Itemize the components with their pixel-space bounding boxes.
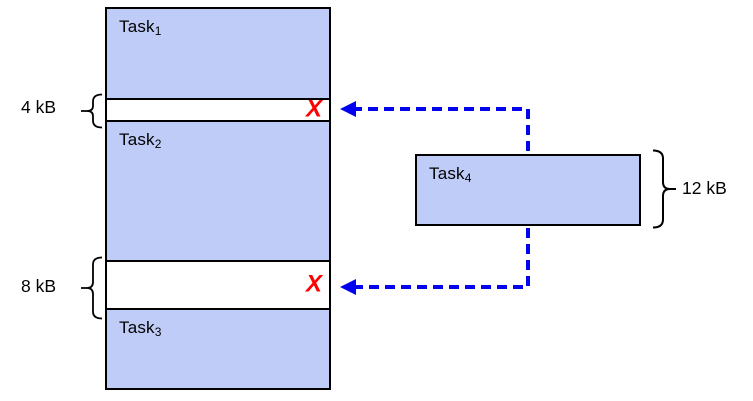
task4-subscript: 4 xyxy=(464,171,472,185)
task2-block: Task2 xyxy=(107,122,329,260)
memory-column: Task1 X Task2 X Task3 xyxy=(105,7,331,390)
arrowhead-8kb-icon xyxy=(340,279,356,295)
free-gap-4kb: X xyxy=(107,95,329,123)
task4-block: Task4 xyxy=(415,154,641,226)
arrowhead-4kb-icon xyxy=(340,101,356,117)
free-gap-8kb: X xyxy=(107,260,329,310)
gap-size-label-8kb: 8 kB xyxy=(21,276,57,296)
task2-subscript: 2 xyxy=(154,137,162,151)
arrow-to-4kb-gap xyxy=(340,101,530,151)
task2-label: Task2 xyxy=(119,130,162,151)
task1-subscript: 1 xyxy=(154,24,162,38)
right-brace-12kb-icon xyxy=(652,149,676,229)
task3-block: Task3 xyxy=(107,310,329,388)
task1-block: Task1 xyxy=(107,9,329,98)
task3-subscript: 3 xyxy=(154,325,162,339)
left-brace-4kb-icon xyxy=(81,93,103,129)
task4-size-label: 12 kB xyxy=(682,178,727,198)
left-brace-8kb-icon xyxy=(81,256,103,320)
x-mark-4kb: X xyxy=(305,95,322,123)
task1-label: Task1 xyxy=(119,17,162,38)
task3-label: Task3 xyxy=(119,318,162,339)
task4-label: Task4 xyxy=(429,164,472,185)
arrow-to-8kb-gap xyxy=(340,228,530,295)
gap-size-label-4kb: 4 kB xyxy=(21,97,57,117)
x-mark-8kb: X xyxy=(305,270,322,298)
